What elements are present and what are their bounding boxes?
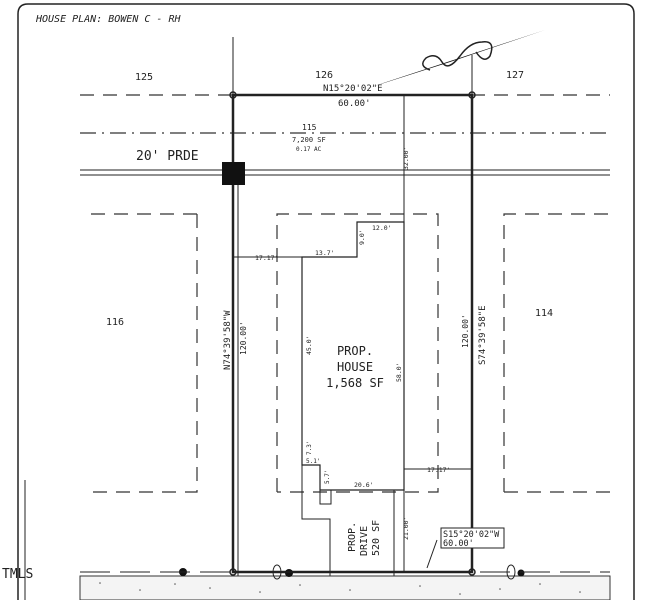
stoop bbox=[319, 489, 332, 505]
dim-right-side-label: 17.17' bbox=[427, 466, 450, 474]
bearing-right: S74°39'58"E bbox=[478, 305, 488, 365]
plan-title: HOUSE PLAN: BOWEN C - RH bbox=[35, 14, 181, 25]
corner-pin bbox=[468, 91, 476, 99]
bearing-left: N74°39'58"W bbox=[223, 310, 233, 370]
drive-label-1: PROP. bbox=[347, 522, 358, 552]
drive-label-3: 520 SF bbox=[371, 520, 382, 556]
leader bbox=[426, 539, 438, 569]
lot-area-sf: 7,200 SF bbox=[292, 136, 326, 144]
lot-115-setback bbox=[276, 213, 439, 493]
bearing-right-length: 120.00' bbox=[461, 314, 470, 348]
dim-bump-width: 5.1' bbox=[306, 458, 320, 465]
lot-area-ac: 0.17 AC bbox=[296, 146, 322, 153]
water-meter bbox=[285, 569, 293, 577]
lot-number-114: 114 bbox=[535, 308, 553, 319]
sidewalk bbox=[79, 575, 611, 600]
lot-116-setback bbox=[88, 213, 198, 493]
lot-number-116: 116 bbox=[106, 317, 124, 328]
lot-number-127: 127 bbox=[506, 70, 524, 81]
dim-front-setback-label: 32.00' bbox=[402, 147, 410, 170]
dim-house-right: 58.0' bbox=[395, 362, 403, 382]
mls-watermark: TMLS bbox=[2, 567, 33, 582]
sheet-border bbox=[17, 3, 635, 600]
bearing-bottom: S15°20'02"W bbox=[443, 530, 500, 540]
dim-left-side-label: 17.17' bbox=[255, 254, 278, 262]
water-meter bbox=[517, 569, 525, 577]
house-label-2: HOUSE bbox=[337, 360, 373, 374]
bearing-top: N15°20'02"E bbox=[323, 84, 383, 94]
dim-notch-width: 12.0' bbox=[372, 224, 392, 232]
north-arrow-icon bbox=[362, 30, 545, 95]
dim-notch-depth: 9.0' bbox=[358, 229, 366, 245]
dim-rear-setback-label: 21.00' bbox=[402, 517, 410, 540]
house-label-1: PROP. bbox=[337, 344, 373, 358]
lot-114-setback bbox=[503, 213, 610, 493]
dim-jog: 5.7' bbox=[324, 470, 331, 484]
lot-boundary bbox=[231, 93, 474, 574]
utility-box bbox=[222, 162, 245, 185]
bearing-bottom-box bbox=[440, 527, 505, 549]
lot-number-115: 115 bbox=[302, 123, 317, 132]
dim-house-left: 45.0' bbox=[305, 335, 313, 355]
bearing-top-length: 60.00' bbox=[338, 99, 371, 109]
lot-number-125: 125 bbox=[135, 72, 153, 83]
bearing-left-length: 120.00' bbox=[239, 321, 248, 355]
drive-label-2: DRIVE bbox=[359, 526, 370, 556]
dim-house-bottom: 20.6' bbox=[354, 481, 374, 489]
easement-label: 20' PRDE bbox=[136, 149, 199, 164]
house-label-3: 1,568 SF bbox=[326, 376, 384, 390]
bearing-bottom-length: 60.00' bbox=[443, 539, 474, 549]
concrete-hatch bbox=[99, 582, 581, 595]
lot-number-126: 126 bbox=[315, 70, 333, 81]
corner-pin bbox=[229, 91, 237, 99]
dim-house-top: 13.7' bbox=[315, 249, 335, 257]
dim-bump-depth: 7.3' bbox=[306, 441, 313, 455]
